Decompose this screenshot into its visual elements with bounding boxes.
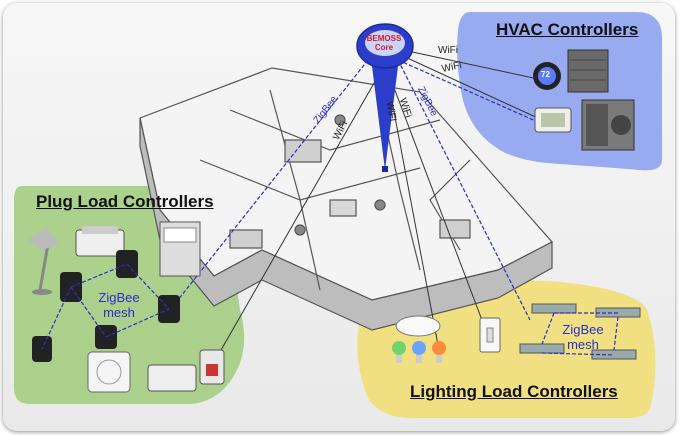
plug-mesh-label: ZigBee mesh <box>92 290 146 320</box>
hub-icon <box>395 315 441 337</box>
core-label-line2: Core <box>374 43 394 52</box>
color-bulb-icon <box>432 341 446 363</box>
plug-zone-title: Plug Load Controllers <box>36 192 214 211</box>
plug-mesh-line2: mesh <box>103 305 135 320</box>
ballast-icon <box>531 303 577 314</box>
ac-condenser-icon <box>567 49 609 93</box>
color-bulb-icon <box>392 341 406 363</box>
thermostat-reading: 72 <box>541 70 550 79</box>
wifi-links <box>204 49 553 379</box>
bemoss-core-node <box>356 23 414 172</box>
lighting-zone-title: Lighting Load Controllers <box>410 382 618 401</box>
zigbee-links <box>169 59 539 321</box>
plug-zigbee-mesh <box>41 263 170 350</box>
lighting-mesh-label: ZigBee mesh <box>556 322 610 352</box>
desk-lamp-icon <box>28 228 60 295</box>
wifi-label: WiFi <box>438 45 458 56</box>
hvac-devices <box>533 49 635 151</box>
plug-load-devices <box>28 221 225 393</box>
lighting-mesh-line2: mesh <box>567 337 599 352</box>
color-bulb-icon <box>412 341 426 363</box>
core-label-line1: BEMOSS <box>366 34 402 43</box>
bemoss-core-label: BEMOSS Core <box>359 34 409 52</box>
plug-mesh-line1: ZigBee <box>98 290 140 305</box>
space-heater-icon <box>87 351 131 393</box>
printer-icon <box>147 364 197 392</box>
lighting-mesh-line1: ZigBee <box>562 322 604 337</box>
hvac-zone-title: HVAC Controllers <box>496 20 639 39</box>
building-floorplan <box>139 67 553 331</box>
lighting-zigbee-mesh <box>541 312 619 356</box>
